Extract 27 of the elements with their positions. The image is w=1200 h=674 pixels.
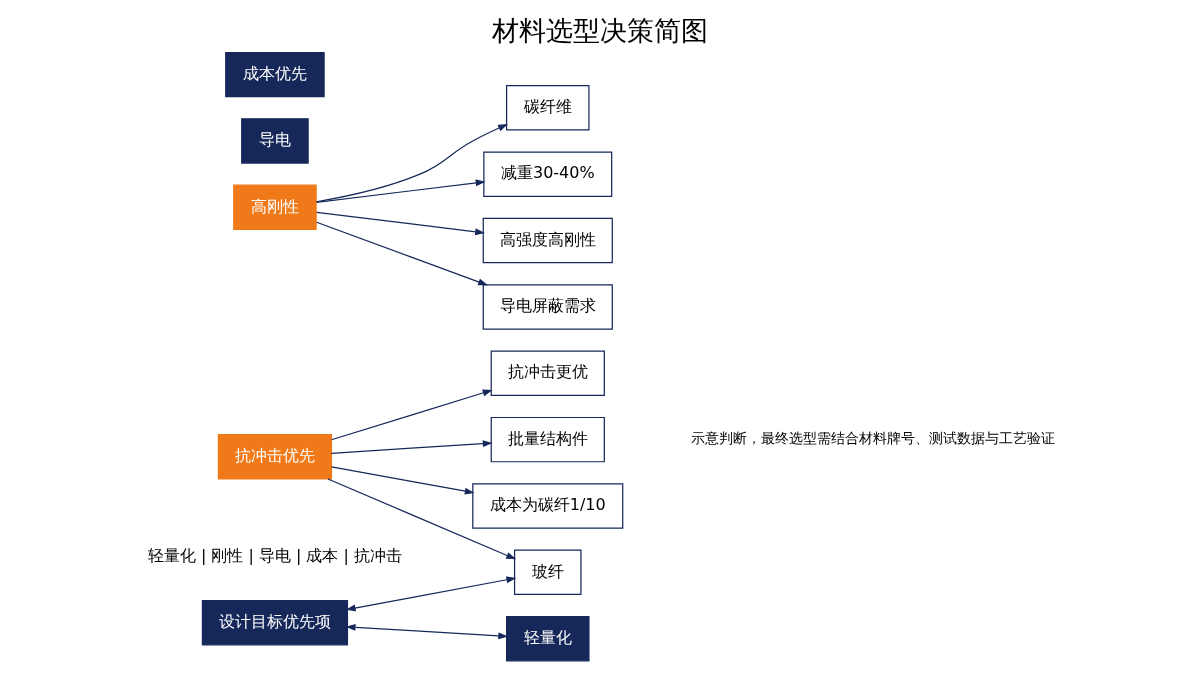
label: 轻量化 | 刚性 | 导电 | 成本 | 抗冲击 [147,545,403,565]
arrow [345,624,509,640]
node-box: 轻量化 [506,615,590,662]
arrow [327,478,517,560]
node-box: 减重30-40% [483,151,613,197]
arrow [316,221,488,286]
arrow [330,440,493,454]
node-box: 成本为碳纤1/10 [472,483,624,529]
node-box: 高强度高刚性 [482,217,613,264]
caption: 示意判断，最终选型需结合材料牌号、测试数据与工艺验证 [690,430,1055,447]
arrow [330,389,493,441]
node-box: 成本优先 [225,51,325,98]
node-box: 导电屏蔽需求 [482,284,613,330]
node-box: 抗冲击优先 [217,434,333,480]
diagram-title: 材料选型决策简图 [492,14,708,46]
node-box: 设计目标优先项 [201,600,349,646]
arrow [316,211,485,236]
node-box: 导电 [241,118,309,164]
node-box: 高刚性 [233,184,317,231]
node-box: 碳纤维 [506,85,590,131]
arrow [345,576,517,612]
node-box: 批量结构件 [490,416,605,463]
node-box: 玻纤 [513,549,582,596]
arrow [316,179,486,203]
arrow [330,466,475,495]
arrow [315,123,508,203]
node-box: 抗冲击更优 [490,350,605,396]
